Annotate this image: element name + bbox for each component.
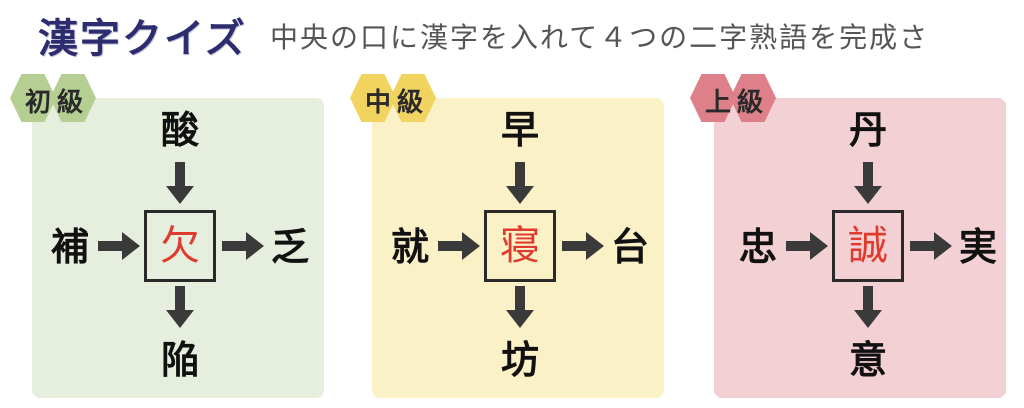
kanji-right: 実 [958, 225, 997, 269]
arrow-down-icon [854, 286, 882, 328]
answer-box: 寝 [484, 210, 556, 282]
badge-hex [730, 74, 776, 122]
answer-kanji: 誠 [848, 223, 888, 269]
answer-kanji: 欠 [160, 223, 200, 269]
level-label: 初級 [24, 88, 89, 118]
kanji-top: 丹 [848, 108, 887, 152]
arrow-right-icon [438, 232, 480, 260]
kanji-left: 忠 [738, 225, 777, 269]
arrow-right-icon [98, 232, 140, 260]
arrow-right-icon [222, 232, 264, 260]
kanji-bottom: 意 [848, 338, 887, 382]
arrow-down-icon [506, 286, 534, 328]
answer-box: 誠 [832, 210, 904, 282]
level-badge-beginner: 初級 [10, 74, 100, 122]
level-label: 上級 [704, 88, 769, 118]
puzzle-panel-advanced [714, 98, 1006, 398]
answer-box: 欠 [144, 210, 216, 282]
kanji-right: 台 [610, 225, 649, 269]
kanji-left: 補 [50, 225, 89, 269]
page-title: 漢字クイズ [38, 16, 247, 62]
puzzle-panel-beginner [32, 98, 324, 398]
kanji-bottom: 陥 [160, 338, 199, 382]
arrow-right-icon [910, 232, 952, 260]
level-badge-intermediate: 中級 [350, 74, 440, 122]
puzzle-panel-intermediate [372, 98, 664, 398]
kanji-right: 乏 [270, 225, 309, 269]
level-badge-advanced: 上級 [690, 74, 780, 122]
kanji-bottom: 坊 [500, 338, 539, 382]
arrow-right-icon [786, 232, 828, 260]
arrow-down-icon [166, 286, 194, 328]
kanji-left: 就 [390, 225, 429, 269]
arrow-down-icon [854, 162, 882, 204]
level-label: 中級 [364, 88, 429, 118]
instructions-text: 中央の口に漢字を入れて４つの二字熟語を完成さ [270, 21, 930, 54]
answer-kanji: 寝 [500, 223, 540, 269]
kanji-top: 早 [500, 108, 539, 152]
arrow-right-icon [562, 232, 604, 260]
arrow-down-icon [506, 162, 534, 204]
kanji-top: 酸 [160, 108, 199, 152]
arrow-down-icon [166, 162, 194, 204]
badge-hex [690, 74, 736, 122]
